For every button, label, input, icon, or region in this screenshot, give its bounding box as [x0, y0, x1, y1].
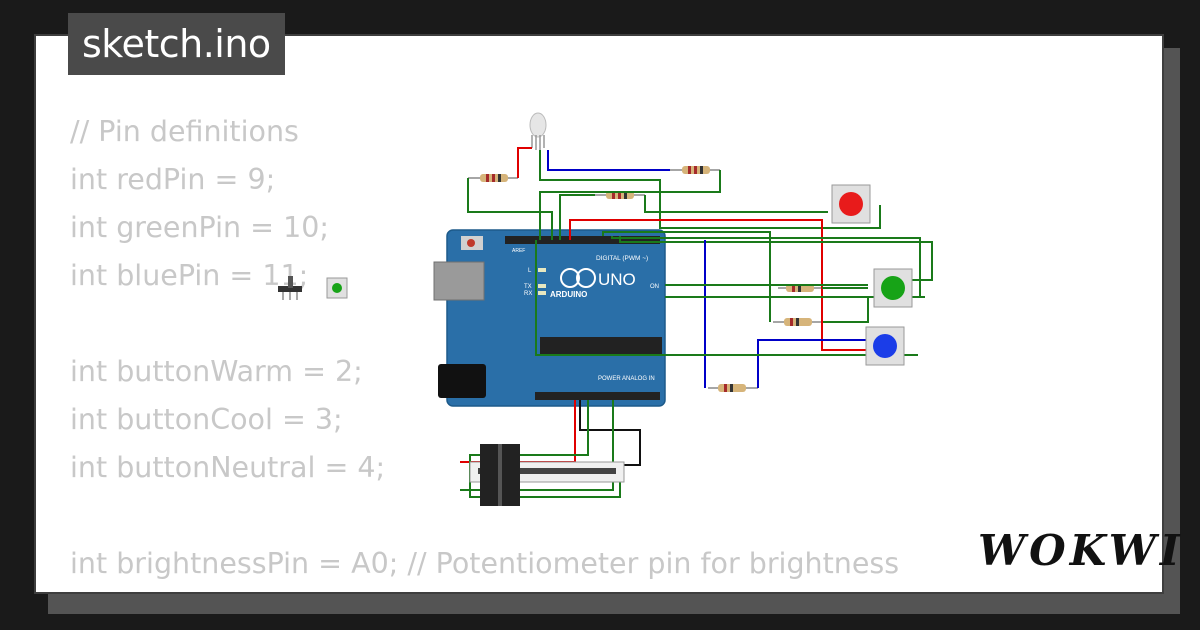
- power-jack: [438, 364, 486, 398]
- push-button-neutral[interactable]: [865, 326, 905, 366]
- rx-led: [538, 291, 546, 295]
- code-line: int brightnessPin = A0; // Potentiometer…: [70, 547, 900, 580]
- push-button-cool[interactable]: [873, 268, 913, 308]
- l-led: [538, 268, 546, 272]
- microcontroller-chip: [540, 337, 662, 355]
- aref-label: AREF: [512, 248, 525, 254]
- resistor-button-2[interactable]: [773, 318, 823, 326]
- code-line: int buttonNeutral = 4;: [70, 451, 386, 484]
- power-label: POWER: [598, 376, 621, 382]
- tx-led: [538, 284, 546, 288]
- code-line: int greenPin = 10;: [70, 211, 329, 244]
- push-button-warm[interactable]: [831, 184, 871, 224]
- analog-power-header: [535, 392, 660, 400]
- file-tab-title: sketch.ino: [68, 13, 285, 75]
- push-button-cap: [881, 276, 905, 300]
- small-push-button-cap: [332, 283, 342, 293]
- resistor-blue-led[interactable]: [670, 166, 720, 174]
- rgb-led[interactable]: [529, 112, 547, 150]
- tx-led-label: TX: [524, 284, 532, 290]
- arduino-uno-board[interactable]: UNO ARDUINO DIGITAL (PWM ~) POWER ANALOG…: [433, 229, 666, 407]
- wokwi-logo: WOKWI: [978, 526, 1184, 575]
- push-button-cap: [873, 334, 897, 358]
- resistor-red-led[interactable]: [468, 174, 518, 182]
- resistor-button-3[interactable]: [708, 384, 758, 392]
- analog-label: ANALOG IN: [622, 376, 655, 382]
- arduino-logo-icon: [560, 268, 580, 288]
- board-brand-label: UNO: [598, 270, 636, 289]
- usb-port: [433, 261, 485, 301]
- rx-led-label: RX: [524, 291, 532, 297]
- slide-potentiometer[interactable]: [469, 444, 625, 506]
- push-button-cap: [839, 192, 863, 216]
- small-push-button[interactable]: [326, 277, 348, 299]
- digital-header: [505, 236, 660, 244]
- digital-pins-label: DIGITAL (PWM ~): [596, 255, 648, 262]
- code-editor: // Pin definitions int redPin = 9; int gre…: [70, 108, 899, 588]
- reset-button-cap: [467, 239, 475, 247]
- code-line: int buttonWarm = 2;: [70, 355, 363, 388]
- wires: [460, 147, 933, 498]
- slide-switch[interactable]: [278, 276, 302, 300]
- on-led-label: ON: [650, 284, 659, 290]
- code-line: // Pin definitions: [70, 115, 299, 148]
- board-maker-label: ARDUINO: [550, 290, 587, 299]
- l-led-label: L: [528, 268, 532, 274]
- code-line: int redPin = 9;: [70, 163, 276, 196]
- code-line: int buttonCool = 3;: [70, 403, 343, 436]
